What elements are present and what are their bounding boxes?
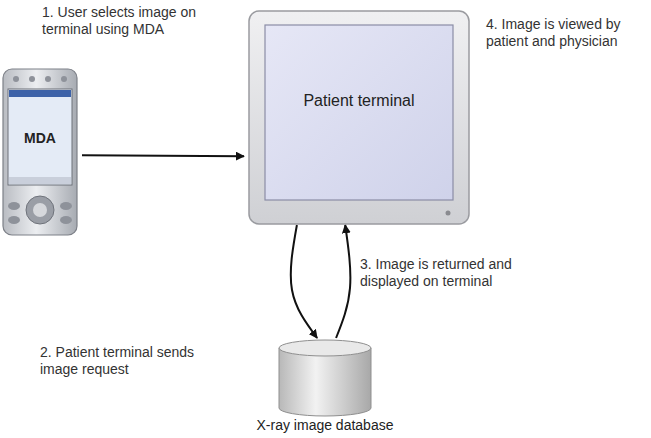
device-label: MDA bbox=[0, 130, 82, 146]
device-dpad bbox=[26, 196, 54, 224]
database-cylinder: X-ray image database bbox=[246, 338, 404, 436]
device-button bbox=[8, 216, 20, 224]
screen-titlebar bbox=[9, 90, 71, 97]
device-button bbox=[45, 76, 51, 82]
step-label: 4. Image is viewed by patient and physic… bbox=[486, 16, 644, 50]
device-button bbox=[29, 76, 35, 82]
step-label: 1. User selects image on terminal using … bbox=[42, 4, 222, 38]
cylinder-top bbox=[279, 340, 371, 356]
device-button bbox=[60, 202, 72, 210]
device-body bbox=[3, 69, 77, 235]
terminal-monitor: Patient terminal bbox=[244, 10, 474, 225]
power-light bbox=[446, 211, 451, 216]
mda-device: MDA bbox=[0, 68, 82, 236]
device-button bbox=[61, 76, 67, 82]
device-button bbox=[8, 202, 20, 210]
mda-device-outline bbox=[0, 68, 82, 236]
step-label: 2. Patient terminal sends image request bbox=[40, 344, 230, 378]
device-button bbox=[60, 216, 72, 224]
flow-arrow bbox=[336, 225, 350, 338]
cylinder-body bbox=[279, 348, 371, 416]
step-label: 3. Image is returned and displayed on te… bbox=[360, 256, 540, 290]
monitor-bezel bbox=[249, 11, 469, 224]
terminal-monitor-outline bbox=[244, 10, 474, 225]
screen-menubar bbox=[9, 177, 71, 184]
database-label: X-ray image database bbox=[246, 417, 404, 433]
terminal-label: Patient terminal bbox=[244, 92, 474, 110]
device-dpad bbox=[33, 203, 47, 217]
monitor-screen bbox=[265, 25, 453, 200]
flow-arrow bbox=[82, 154, 244, 157]
flow-arrow bbox=[291, 225, 317, 338]
device-button bbox=[13, 76, 19, 82]
